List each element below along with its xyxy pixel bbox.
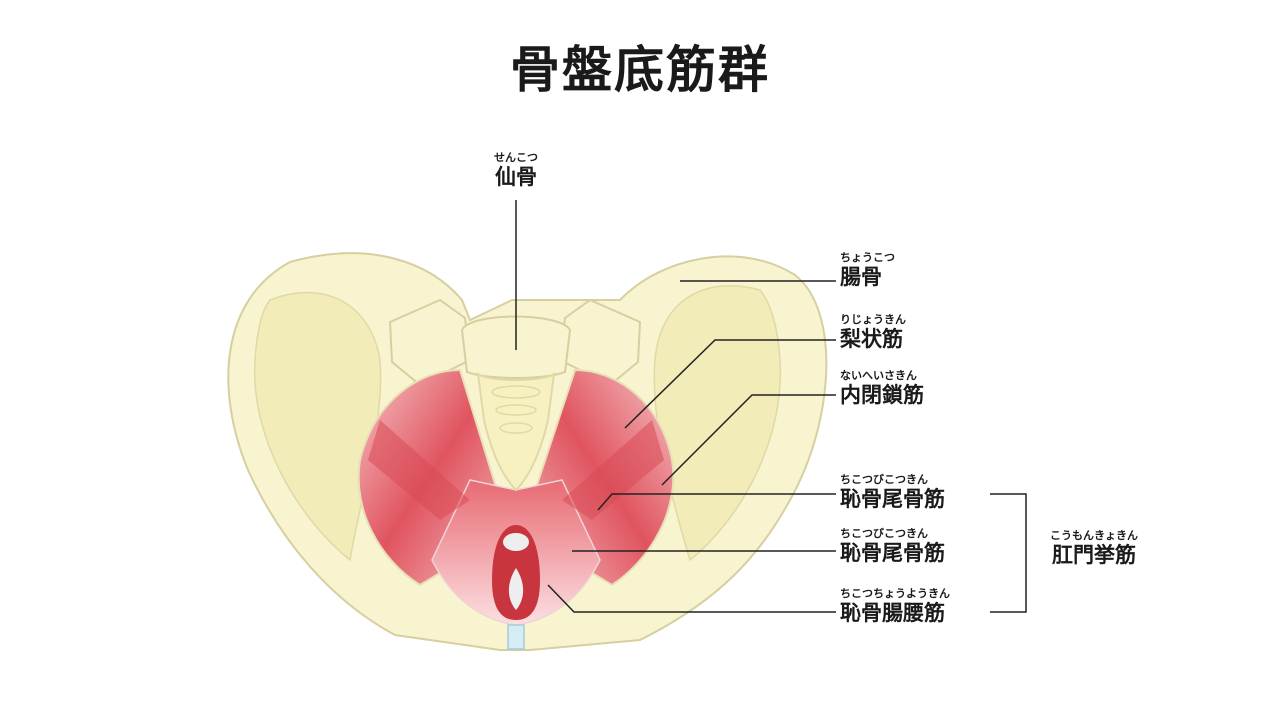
label-pubococcygeus-1-name: 恥骨尾骨筋 (840, 487, 945, 511)
label-ilium-ruby: ちょうこつ (840, 251, 895, 264)
label-pubococcygeus-1-ruby: ちこつびこつきん (840, 473, 928, 486)
vaginal-opening (508, 568, 524, 610)
label-puborectalis-ruby: ちこつちょうようきん (840, 587, 950, 600)
label-pubococcygeus-2: ちこつびこつきん 恥骨尾骨筋 (840, 528, 945, 564)
leader-line-pubococcygeus-1 (597, 493, 836, 511)
label-levator-ani-name: 肛門挙筋 (1052, 543, 1136, 567)
page-title: 骨盤底筋群 (510, 41, 770, 99)
rectal-opening (503, 533, 529, 551)
label-obturator-internus-name: 内閉鎖筋 (840, 383, 924, 407)
label-pubococcygeus-2-ruby: ちこつびこつきん (840, 527, 928, 540)
label-sacrum-name: 仙骨 (495, 165, 537, 189)
label-piriformis-ruby: りじょうきん (840, 313, 906, 326)
label-levator-ani: こうもんきょきん 肛門挙筋 (1034, 530, 1154, 566)
muscle-band-right (562, 420, 664, 520)
label-sacrum: せんこつ 仙骨 (476, 152, 556, 188)
levator-ani-bracket (990, 493, 1027, 613)
pubic-symphysis (507, 624, 525, 650)
label-pubococcygeus-1: ちこつびこつきん 恥骨尾骨筋 (840, 474, 945, 510)
leader-line-piriformis (624, 339, 836, 429)
label-puborectalis: ちこつちょうようきん 恥骨腸腰筋 (840, 588, 950, 624)
label-piriformis: りじょうきん 梨状筋 (840, 314, 906, 350)
coccyx-bone (476, 371, 556, 492)
coccyx-segment (491, 385, 541, 399)
muscle-band-left (368, 420, 470, 520)
label-obturator-internus: ないへいさきん 内閉鎖筋 (840, 370, 924, 406)
ilium-right-inner (653, 285, 782, 562)
coccyx-segment (495, 404, 537, 416)
label-levator-ani-ruby: こうもんきょきん (1050, 529, 1138, 542)
label-ilium-name: 腸骨 (840, 265, 882, 289)
label-obturator-internus-ruby: ないへいさきん (840, 369, 917, 382)
label-pubococcygeus-2-name: 恥骨尾骨筋 (840, 541, 945, 565)
label-ilium: ちょうこつ 腸骨 (840, 252, 895, 288)
ilium-left-inner (253, 291, 382, 562)
coccyx-segment (499, 422, 533, 434)
label-piriformis-name: 梨状筋 (840, 327, 903, 351)
leader-line-obturator (661, 394, 836, 486)
label-puborectalis-name: 恥骨腸腰筋 (840, 601, 945, 625)
leader-line-puborectalis (547, 584, 836, 613)
label-sacrum-ruby: せんこつ (494, 151, 538, 164)
